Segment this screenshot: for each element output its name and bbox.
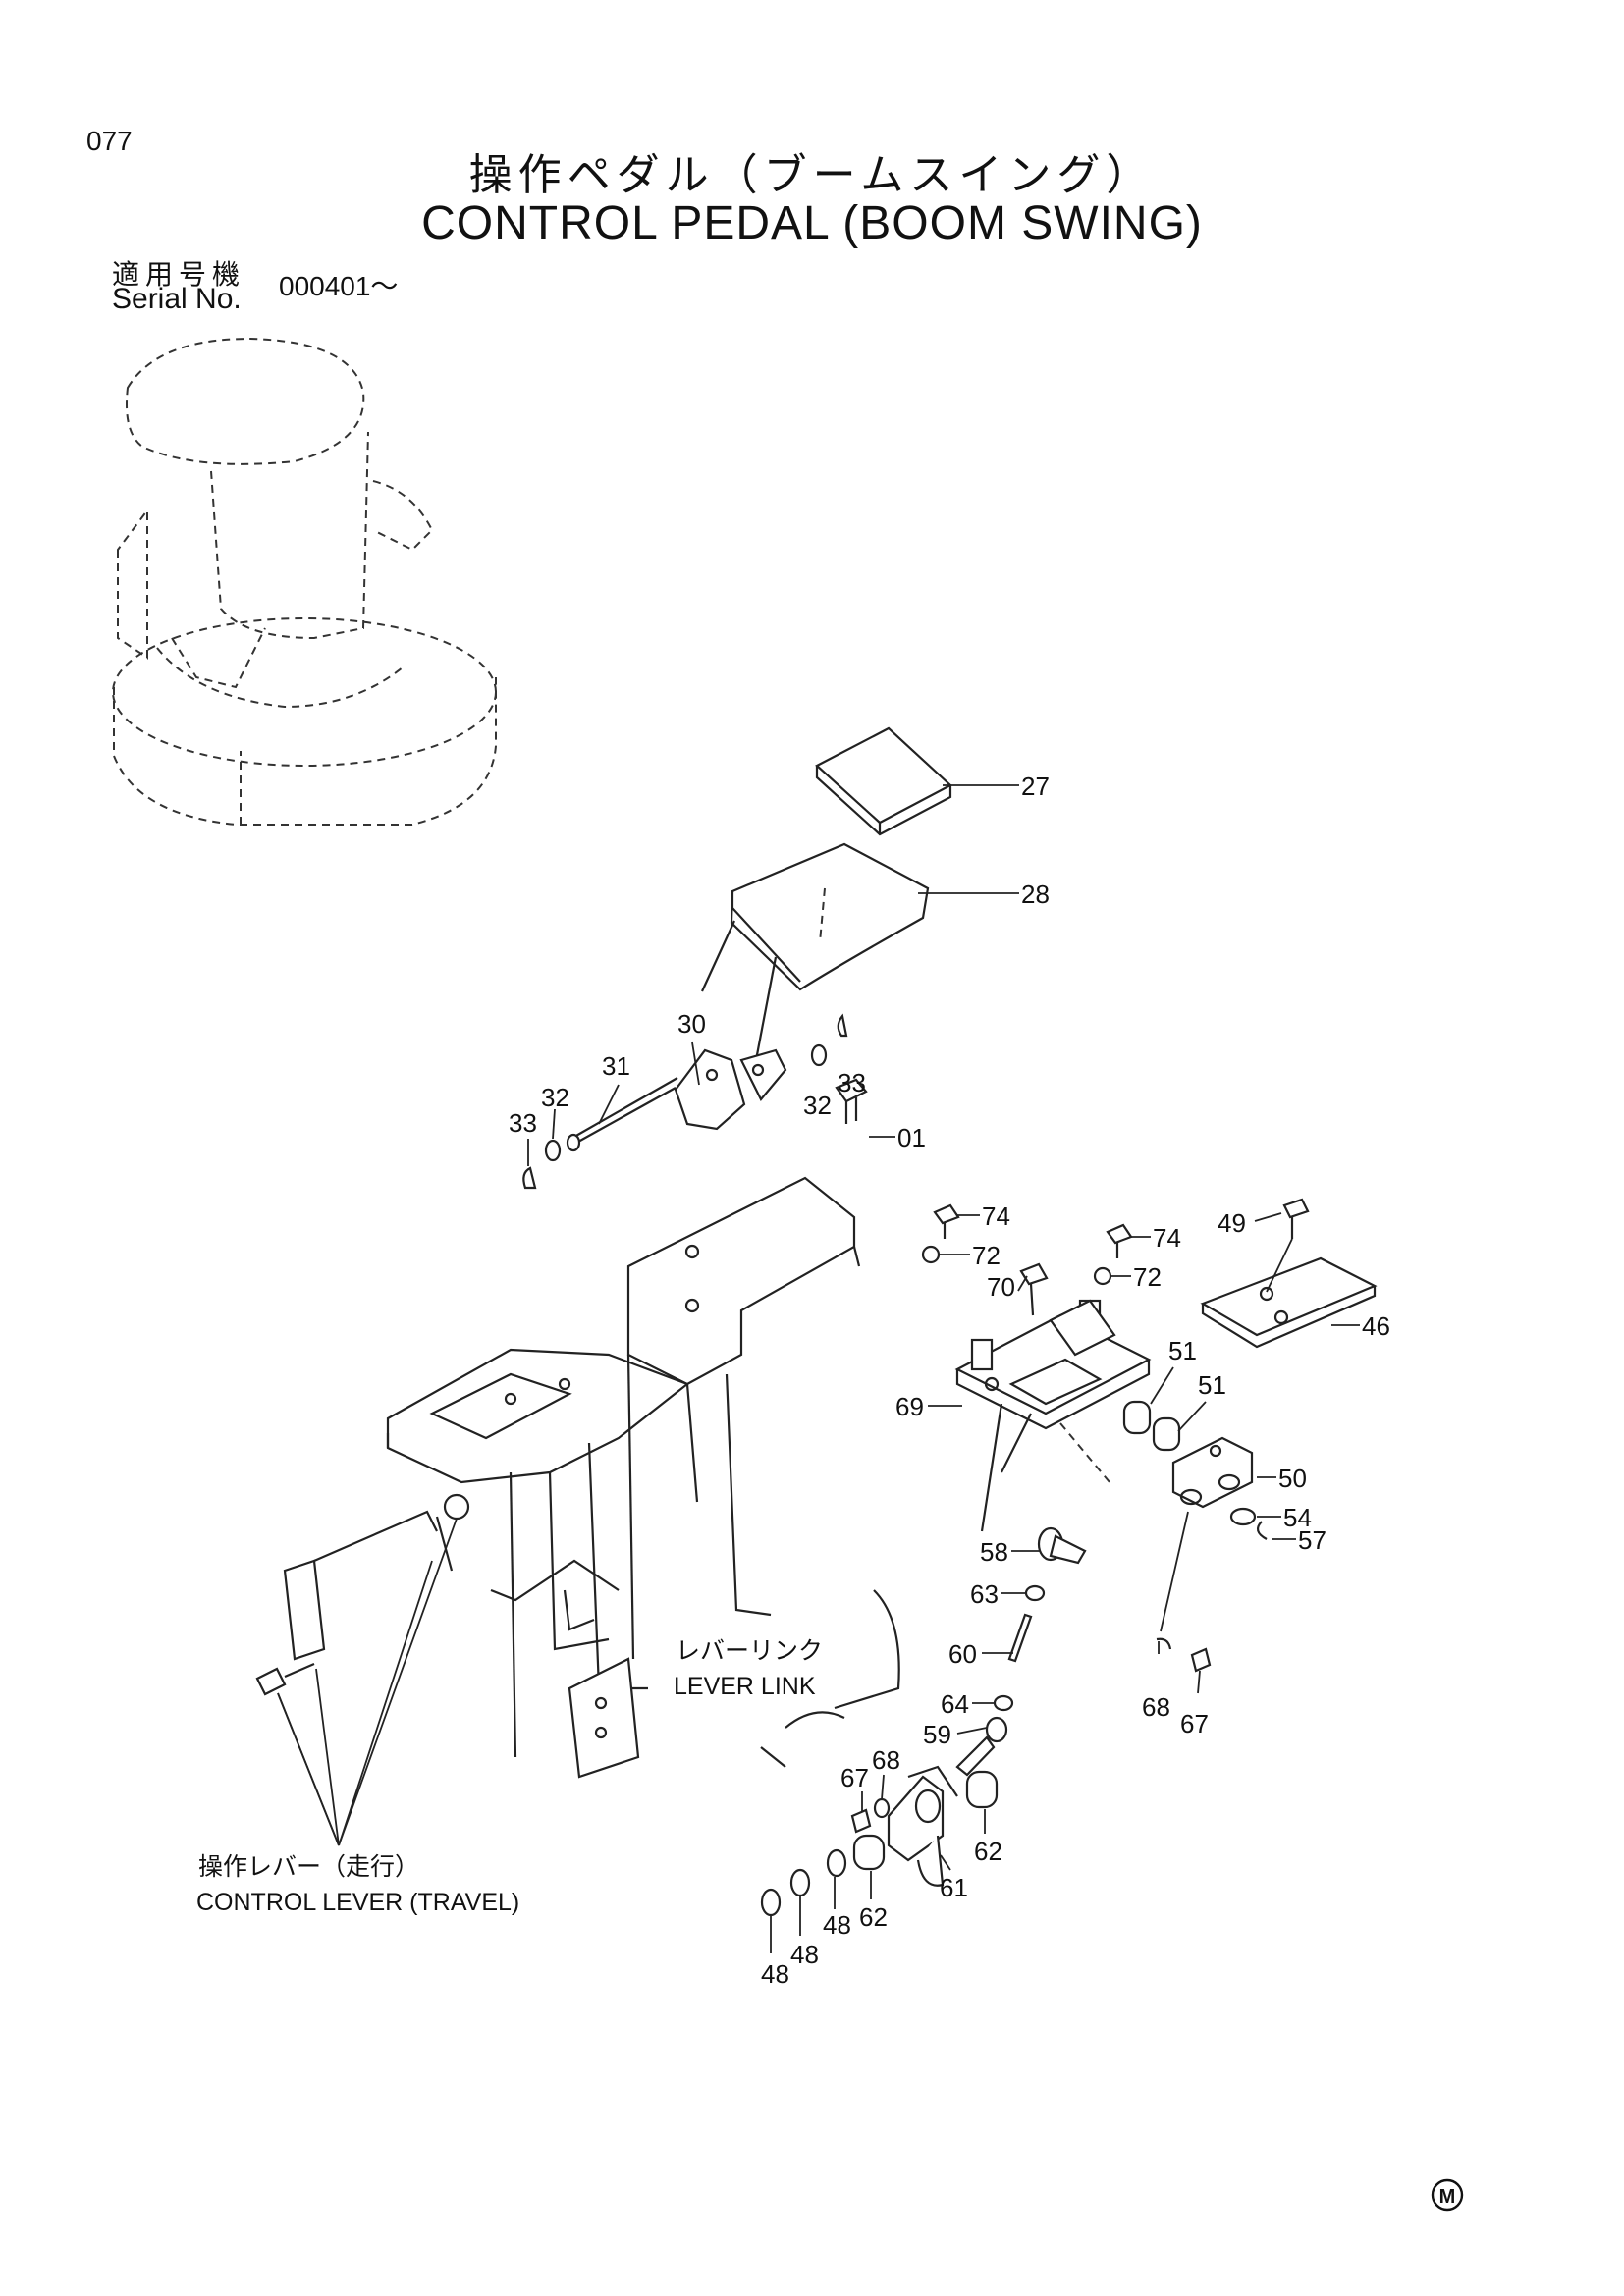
callout-50: 50 <box>1278 1464 1307 1493</box>
spacer-tubes <box>970 1299 1116 1371</box>
washer-part-68-left <box>873 1797 891 1819</box>
page-title-english: CONTROL PEDAL (BOOM SWING) <box>421 197 1203 249</box>
washer-part-68-right <box>1156 1637 1172 1650</box>
control-lever-caption-english: CONTROL LEVER (TRAVEL) <box>196 1889 519 1916</box>
washer-part-32-right <box>810 1043 828 1067</box>
nut-part-63 <box>1024 1584 1046 1602</box>
callout-74-left: 74 <box>982 1201 1010 1231</box>
callout-70: 70 <box>987 1272 1015 1302</box>
rod-part-60 <box>1007 1613 1033 1663</box>
callout-28: 28 <box>1021 880 1050 909</box>
washer-part-54 <box>1229 1507 1257 1526</box>
callout-62-left: 62 <box>859 1902 888 1932</box>
washer-part-48-a <box>826 1848 847 1878</box>
callout-67-right: 67 <box>1180 1709 1209 1738</box>
cotter-pin-part-33-right <box>837 1013 848 1038</box>
serial-label-english: Serial No. <box>112 283 242 315</box>
callout-51-a: 51 <box>1168 1336 1197 1365</box>
callout-48-c: 48 <box>761 1959 789 1989</box>
cotter-pin-part-33 <box>522 1166 537 1190</box>
callout-67-left: 67 <box>840 1763 869 1792</box>
rod-end-part-58 <box>1037 1526 1087 1565</box>
shaft-part-61 <box>887 1765 958 1887</box>
callout-64: 64 <box>941 1689 969 1719</box>
bushing-part-62-left <box>852 1834 886 1871</box>
callout-numbers: 27 28 30 31 32 33 32 33 01 74 72 70 74 7… <box>509 772 1390 1989</box>
nut-part-72-right <box>1093 1266 1112 1286</box>
callout-74-right: 74 <box>1153 1223 1181 1253</box>
serial-value: 000401～ <box>279 271 399 301</box>
block-part-50 <box>1171 1436 1254 1509</box>
callout-68-left: 68 <box>872 1745 900 1775</box>
callout-51-b: 51 <box>1198 1370 1226 1400</box>
callout-33-right: 33 <box>838 1068 866 1097</box>
pedal-part-28 <box>701 842 930 1061</box>
bolt-part-74-right <box>1106 1223 1133 1258</box>
bolt-part-01 <box>835 1078 868 1124</box>
callout-27: 27 <box>1021 772 1050 801</box>
bushing-part-51-b <box>1152 1416 1181 1452</box>
bolt-part-74-left <box>933 1203 960 1239</box>
pedal-pad-part-27 <box>815 726 952 836</box>
washer-part-32 <box>544 1139 562 1162</box>
pedal-plate-part-46 <box>1200 1256 1378 1349</box>
callout-32-left: 32 <box>541 1083 569 1112</box>
callout-62-right: 62 <box>974 1837 1002 1866</box>
callout-01: 01 <box>897 1123 926 1152</box>
lever-link-region <box>490 1559 900 1779</box>
callout-30: 30 <box>677 1009 706 1039</box>
callout-46: 46 <box>1362 1311 1390 1341</box>
callout-63: 63 <box>970 1579 999 1609</box>
callout-33-left: 33 <box>509 1108 537 1138</box>
serial-label-japanese: 適用号機 <box>112 258 246 291</box>
callout-58: 58 <box>980 1537 1008 1567</box>
pin-part-31 <box>566 1077 678 1152</box>
lever-link-caption-english: LEVER LINK <box>674 1673 816 1700</box>
bushing-part-51-a <box>1122 1400 1152 1435</box>
callout-32-right: 32 <box>803 1091 832 1120</box>
rod-end-part-59 <box>955 1716 1008 1777</box>
callout-68-right: 68 <box>1142 1692 1170 1722</box>
circled-m-mark: M <box>1431 2178 1464 2212</box>
callout-69: 69 <box>895 1392 924 1421</box>
callout-60: 60 <box>948 1639 977 1669</box>
callout-72-right: 72 <box>1133 1262 1162 1292</box>
nut-part-72-left <box>921 1245 941 1264</box>
bushing-part-62-right <box>965 1770 999 1809</box>
mark-letter: M <box>1439 2186 1456 2208</box>
nut-part-64 <box>993 1694 1014 1712</box>
snap-ring-part-57 <box>1256 1521 1268 1540</box>
floor-plate-frame <box>386 1176 861 1758</box>
callout-49: 49 <box>1218 1208 1246 1238</box>
callout-59: 59 <box>923 1720 951 1749</box>
nut-part-67-right <box>1190 1647 1212 1673</box>
callout-48-a: 48 <box>823 1910 851 1940</box>
lever-link-caption-japanese: レバーリンク <box>676 1636 823 1665</box>
bolt-part-70 <box>1019 1262 1049 1316</box>
washer-part-48-b <box>789 1868 811 1897</box>
callout-48-b: 48 <box>790 1940 819 1969</box>
washer-part-48-c <box>760 1888 782 1917</box>
page-title-japanese: 操作ペダル（ブームスイング） <box>468 150 1156 200</box>
callout-61: 61 <box>940 1873 968 1902</box>
travel-control-lever <box>255 1493 470 1846</box>
control-lever-caption-japanese: 操作レバー（走行） <box>198 1852 419 1881</box>
page-number: 077 <box>86 126 133 156</box>
nut-part-67-left <box>850 1808 872 1834</box>
machine-location-inset <box>112 337 497 826</box>
callout-leaders <box>527 784 1360 1953</box>
callout-72-left: 72 <box>972 1241 1001 1270</box>
bolt-part-49 <box>1266 1198 1310 1293</box>
callout-54: 54 <box>1283 1503 1312 1532</box>
callout-57: 57 <box>1298 1525 1326 1555</box>
bracket-part-30 <box>674 1048 787 1131</box>
callout-31: 31 <box>602 1051 630 1081</box>
